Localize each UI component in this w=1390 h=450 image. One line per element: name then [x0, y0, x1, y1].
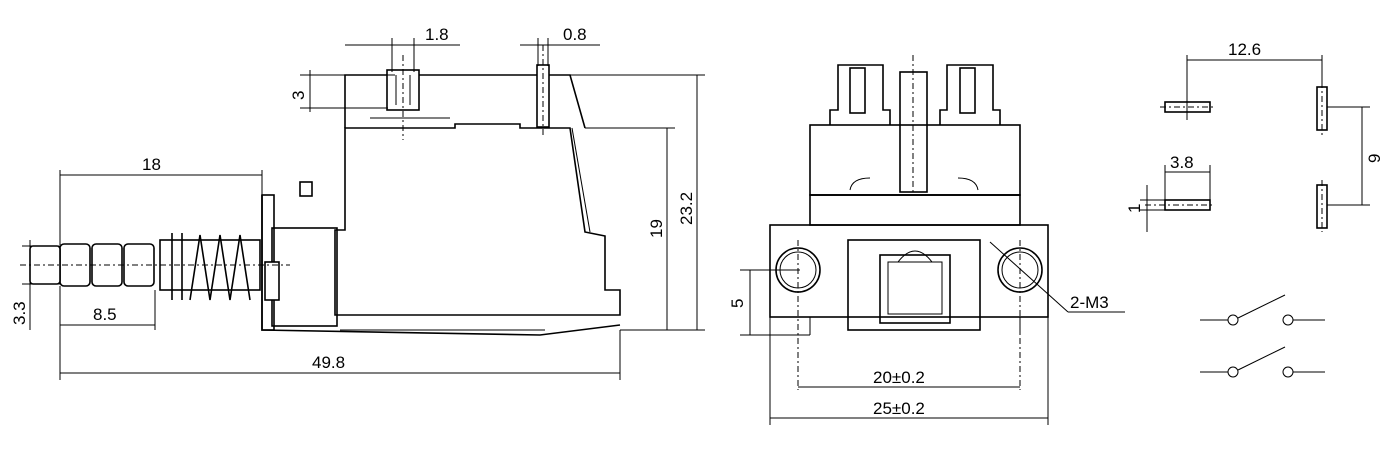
dim-pad-length: 3.8 — [1170, 153, 1194, 172]
dim-total-length: 49.8 — [312, 353, 345, 372]
pole-2-contact-left — [1227, 366, 1239, 378]
pole-1-contact-right — [1282, 314, 1294, 326]
front-center-stem — [899, 71, 928, 193]
pcb-dimensions: 12.6 3.8 1 9 — [1125, 40, 1384, 232]
dim-hole-spacing: 20±0.2 — [873, 368, 925, 387]
dim-pad-width: 1 — [1125, 204, 1144, 213]
side-spring — [189, 234, 251, 301]
front-left-contact-arc — [849, 177, 871, 191]
front-right-contact-arc — [957, 177, 979, 191]
front-plunger-inner — [887, 261, 943, 315]
dim-blade-width: 0.8 — [563, 25, 587, 44]
front-right-terminal — [939, 64, 1001, 125]
schematic-pole-1 — [1200, 294, 1325, 326]
pole-2-contact-right — [1282, 366, 1294, 378]
pole-1-blade — [1237, 294, 1286, 319]
dim-pin-height: 3 — [289, 91, 308, 100]
side-plunger-nut — [264, 261, 280, 301]
leader-hole-callout — [989, 241, 1069, 313]
side-plunger — [29, 233, 261, 301]
pole-2-blade — [1237, 346, 1286, 371]
pcb-pad-top-right — [1316, 86, 1328, 131]
front-left-terminal — [829, 64, 891, 125]
dim-body-height: 19 — [647, 219, 666, 238]
front-lower-body — [809, 194, 1021, 226]
front-right-pin — [959, 67, 976, 114]
side-housing — [334, 123, 621, 316]
dim-pad-spacing-x: 12.6 — [1228, 40, 1261, 59]
front-view-dimensions: 5 20±0.2 25±0.2 2-M3 — [728, 241, 1125, 425]
pcb-pad-bottom-right — [1316, 184, 1328, 229]
schematic-pole-2 — [1200, 346, 1325, 378]
dim-tip-length: 8.5 — [93, 305, 117, 324]
front-plunger-window — [879, 254, 951, 324]
side-pin-terminal — [386, 69, 420, 111]
dim-flange-width: 25±0.2 — [873, 399, 925, 418]
dim-plunger-length: 18 — [142, 155, 161, 174]
dim-total-height: 23.2 — [677, 192, 696, 225]
side-coil-block — [271, 227, 338, 327]
front-plunger-housing — [847, 239, 981, 331]
plunger-flange — [171, 233, 183, 300]
side-view: 1.8 0.8 3 18 3.3 8.5 — [10, 25, 705, 380]
dim-hole-offset: 5 — [728, 299, 747, 308]
front-upper-body — [809, 124, 1021, 196]
pcb-layout: 12.6 3.8 1 9 — [1125, 40, 1384, 378]
side-housing-inner-edge — [571, 127, 591, 233]
side-view-dimensions: 1.8 0.8 3 18 3.3 8.5 — [10, 25, 705, 380]
side-base-plate — [261, 195, 621, 336]
side-top-cap — [344, 74, 586, 129]
dim-pin-width: 1.8 — [425, 25, 449, 44]
pole-1-contact-left — [1227, 314, 1239, 326]
front-view: 5 20±0.2 25±0.2 2-M3 — [728, 55, 1125, 425]
dim-plunger-dia: 3.3 — [10, 301, 29, 325]
front-plunger-arc — [897, 250, 933, 263]
side-bracket-tab — [299, 181, 313, 197]
dim-pad-spacing-y: 9 — [1365, 154, 1384, 163]
switch-schematic — [1200, 294, 1325, 378]
front-mounting-flange — [769, 224, 1049, 318]
dim-hole-callout: 2-M3 — [1070, 293, 1109, 312]
front-left-pin — [849, 67, 866, 114]
